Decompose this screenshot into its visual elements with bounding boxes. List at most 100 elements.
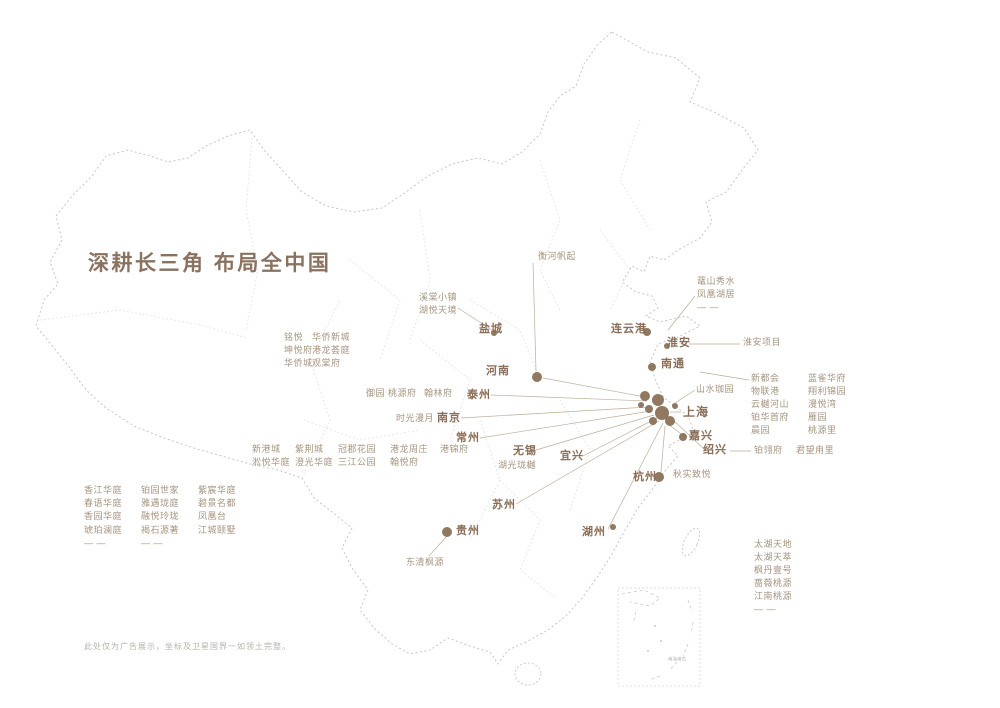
project-label: 港锦府 [440, 444, 469, 454]
project-label: 冠郡花园 [338, 444, 377, 454]
project-label: 枫丹壹号 [754, 565, 793, 575]
city-label: 河南 [486, 365, 510, 377]
city-label: 湖州 [582, 526, 606, 538]
project-label: 漫悦湾 [808, 399, 837, 409]
city-label: 上海 [683, 405, 710, 419]
marker-dot [442, 527, 452, 537]
connector-lines [428, 262, 751, 557]
city-label: 南通 [661, 358, 685, 370]
project-label: 琥珀澜庭 [84, 525, 123, 535]
project-label: — — [754, 604, 777, 614]
city-label: 苏州 [492, 499, 516, 511]
disclaimer-text: 此处仅为广告展示，坐标及卫星国界一如领土完整。 [84, 642, 291, 651]
marker-dot [672, 403, 678, 409]
marker-dot [654, 472, 664, 482]
project-label: 太湖天萃 [754, 552, 793, 562]
china-outline [35, 31, 759, 665]
marker-dot [532, 372, 542, 382]
connector-line [582, 417, 658, 457]
page-title: 深耕长三角 布局全中国 [88, 252, 332, 275]
city-label: 连云港 [611, 323, 647, 335]
project-label: 溪棠小镇 [419, 292, 458, 302]
project-label: 铭悦 [284, 332, 304, 342]
connector-line [457, 307, 493, 331]
project-label: 淞悦华庭 [252, 457, 291, 467]
project-label: 江南桃源 [754, 591, 793, 601]
city-label: 常州 [456, 432, 480, 444]
inset-caption: 南海诸岛 [668, 656, 687, 663]
project-label: 春语华庭 [84, 498, 123, 508]
taiwan-island [681, 527, 701, 557]
connector-line [535, 414, 655, 451]
marker-dot [649, 417, 657, 425]
project-label: 香江华庭 [84, 485, 123, 495]
marker-dot [643, 328, 651, 336]
hainan-island [514, 662, 542, 686]
project-label: 君望甪里 [796, 445, 835, 455]
connector-line [607, 422, 664, 530]
project-label: 时光漫月 [396, 413, 435, 423]
project-label: 融悦玲珑 [141, 511, 180, 521]
project-label: 新都会 [751, 373, 780, 383]
marker-dot [638, 402, 644, 408]
city-label: 南京 [437, 412, 461, 424]
marker-dot [645, 405, 653, 413]
project-label: 港龙周庄 [390, 444, 429, 454]
project-label: 紫荆城 [295, 444, 324, 454]
project-label: 御园 桃源府 [366, 388, 417, 398]
project-label: 云樾河山 [751, 399, 790, 409]
project-label: 凤凰湖居 [697, 289, 736, 299]
connector-line [490, 394, 648, 402]
project-label: 湖光珑樾 [498, 460, 537, 470]
project-label: 港龙荟庭 [312, 345, 351, 355]
connector-line [667, 295, 696, 331]
project-label: 翰林府 [424, 388, 453, 398]
city-label: 盐城 [479, 323, 503, 335]
project-label: 太湖天地 [754, 539, 793, 549]
project-label: 铂华首府 [751, 412, 790, 422]
project-label: 坤悦府 [284, 345, 313, 355]
project-label: 东清枫源 [406, 557, 445, 567]
connector-line [671, 418, 705, 450]
project-label: 山水珈园 [696, 384, 735, 394]
connector-line [515, 420, 660, 505]
project-label: 澄光华庭 [295, 457, 334, 467]
project-label: 碧景名都 [198, 498, 237, 508]
city-label: 杭州 [633, 471, 657, 483]
marker-dot [491, 330, 497, 336]
city-label: 宜兴 [560, 450, 584, 462]
project-label: 香园华庭 [84, 511, 123, 521]
project-label: 物联港 [751, 386, 780, 396]
marker-dot [679, 433, 687, 441]
province-borders [39, 119, 651, 599]
connector-line [542, 377, 646, 398]
project-label: — — [84, 538, 107, 548]
marker-dot [664, 343, 670, 349]
connector-line [671, 389, 696, 406]
marker-dot [648, 363, 656, 371]
marker-dot [665, 416, 675, 426]
marker-dot [640, 391, 650, 401]
project-label: — — [697, 302, 720, 312]
connector-line [660, 425, 666, 473]
marker-dot [652, 394, 664, 406]
project-label: 湖悦天境 [419, 305, 458, 315]
connector-line [479, 410, 652, 439]
project-label: 翰悦府 [390, 457, 419, 467]
connector-line [699, 371, 750, 381]
south-china-sea-inset [617, 587, 701, 687]
connector-line [428, 536, 447, 557]
project-label: 凤凰台 [198, 511, 227, 521]
project-label: 江城颐墅 [198, 525, 237, 535]
project-label: — — [141, 538, 164, 548]
project-label: 翔利锦园 [808, 386, 847, 396]
marker-dot [610, 524, 616, 530]
city-label: 无锡 [513, 445, 537, 457]
project-label: 铂园世家 [141, 485, 180, 495]
project-label: 鼋山秀水 [697, 276, 736, 286]
project-label: 淮安项目 [743, 337, 782, 347]
marker-dot [655, 406, 669, 420]
project-label: 晨园 [751, 425, 771, 435]
